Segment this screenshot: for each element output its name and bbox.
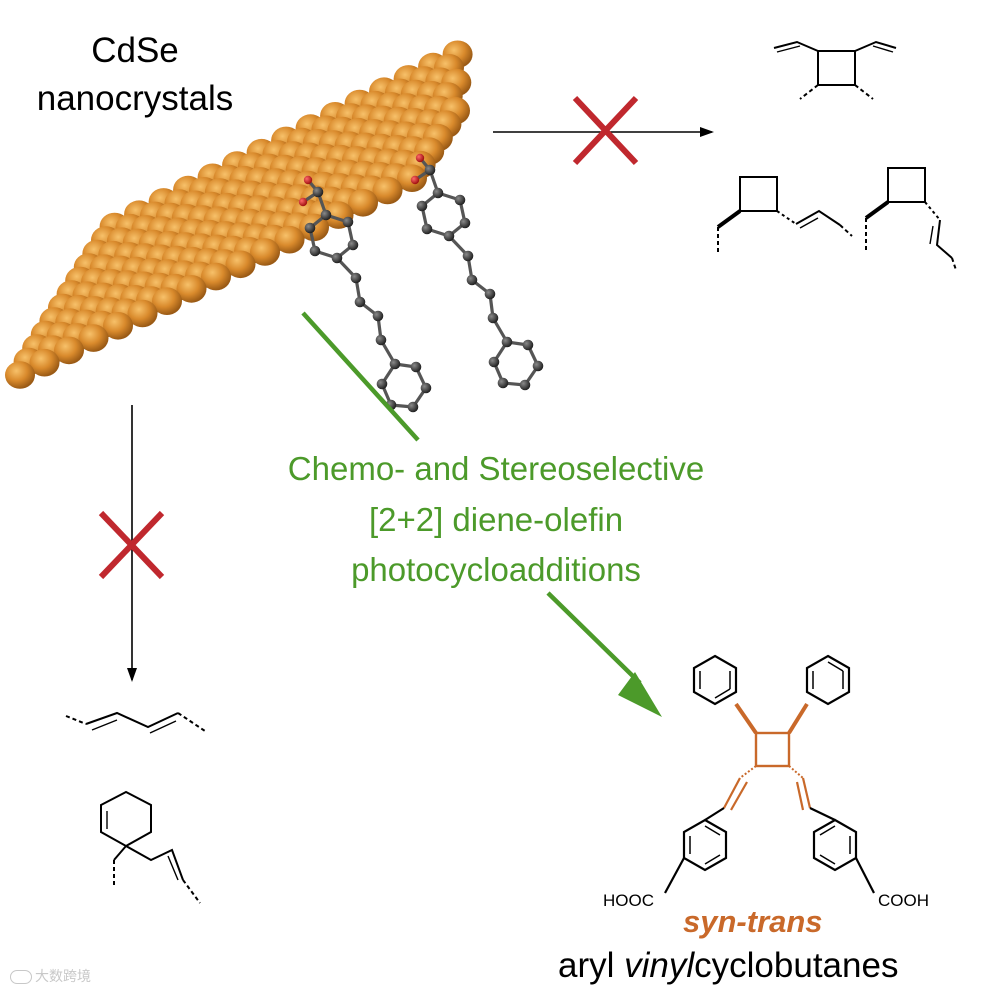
nanocrystal-atom <box>225 250 256 279</box>
carbon-atom <box>487 312 499 324</box>
product-prefix: aryl <box>558 946 625 985</box>
carbon-atom <box>309 245 321 257</box>
nanocrystal-atom <box>103 312 133 340</box>
carbon-atom <box>522 339 534 351</box>
nanocrystal-atom <box>274 225 305 254</box>
byproduct-vinylcyclohexene <box>100 790 201 904</box>
carbon-atom <box>320 209 332 221</box>
process-label-line2: [2+2] diene-olefin <box>368 501 624 538</box>
product-italic: vinyl <box>624 946 695 985</box>
carbon-atom <box>375 334 387 346</box>
carbon-atom <box>421 223 433 235</box>
byproduct-linear-diene <box>65 711 206 734</box>
carbon-atom <box>497 377 509 389</box>
carbon-atom <box>424 164 436 176</box>
carbon-atom <box>501 336 513 348</box>
byproduct-vinylcyclobutane-1 <box>716 176 853 254</box>
carbon-atom <box>443 230 455 242</box>
process-label-line1: Chemo- and Stereoselective <box>287 450 705 487</box>
carbon-atom <box>462 250 474 262</box>
green-reaction-path <box>301 311 662 717</box>
nanocrystal-atom <box>372 176 403 205</box>
carbon-atom <box>389 358 401 370</box>
oxygen-atom <box>415 153 425 163</box>
carbon-atom <box>466 274 478 286</box>
carbon-atom <box>342 216 354 228</box>
carbon-atom <box>410 361 422 373</box>
title-nanocrystals: nanocrystals <box>36 79 234 118</box>
aryl-ring-left-icon <box>664 807 728 894</box>
oxygen-atom <box>298 197 308 207</box>
cdse-nanocrystal-lattice <box>5 40 473 389</box>
nanocrystal-atom <box>176 275 207 303</box>
byproduct-divinyl-cyclobutane <box>773 40 897 100</box>
carbon-atom <box>519 379 531 391</box>
stereo-label: syn-trans <box>683 904 823 939</box>
oxygen-atom <box>410 175 420 185</box>
carbon-atom <box>350 272 362 284</box>
substituent-cooh: COOH <box>878 891 929 910</box>
nanocrystal-atom <box>54 336 84 365</box>
carbon-atom <box>488 356 500 368</box>
carbon-atom <box>331 252 343 264</box>
carbon-atom <box>532 360 544 372</box>
carbon-atom <box>376 378 388 390</box>
carbon-atom <box>347 239 359 251</box>
blocked-arrow-right <box>493 95 714 166</box>
phenyl-ring-right-icon <box>805 654 851 706</box>
nanocrystal-atom <box>5 361 35 389</box>
title-cdse: CdSe <box>91 31 179 70</box>
carbon-atom <box>372 310 384 322</box>
substituent-hooc: HOOC <box>603 891 654 910</box>
aryl-ring-right-icon <box>809 807 875 894</box>
nanocrystal-atom <box>127 299 158 328</box>
blocked-arrow-down <box>98 405 165 682</box>
carbon-atom <box>304 222 316 234</box>
nanocrystal-atom <box>29 348 60 377</box>
cyclobutane-ring <box>754 731 791 768</box>
carbon-atom <box>354 296 366 308</box>
watermark: 大数跨境 <box>10 966 91 986</box>
process-label-line3: photocycloadditions <box>351 551 641 588</box>
carbon-atom <box>432 187 444 199</box>
green-arrowhead-icon <box>618 672 662 717</box>
oxygen-atom <box>303 175 313 185</box>
nanocrystal-atom <box>201 262 231 291</box>
carbon-atom <box>420 382 432 394</box>
red-cross-icon <box>98 510 165 580</box>
watermark-text: 大数跨境 <box>35 968 91 984</box>
carbon-atom <box>454 194 466 206</box>
green-path-lower <box>546 591 642 685</box>
nanocrystal-atom <box>78 324 109 352</box>
carbon-atom <box>484 288 496 300</box>
product-suffix: cyclobutanes <box>694 946 899 985</box>
nanocrystal-atom <box>348 189 378 217</box>
watermark-logo-icon <box>10 970 32 985</box>
green-path-upper <box>301 311 420 442</box>
ligand-molecules <box>298 153 544 413</box>
byproduct-vinylcyclobutane-2 <box>864 167 957 271</box>
product-name: aryl vinylcyclobutanes <box>558 946 898 986</box>
product-aryl-vinylcyclobutane <box>664 654 875 894</box>
carbon-atom <box>416 200 428 212</box>
phenyl-ring-left-icon <box>692 654 738 706</box>
carbon-atom <box>459 217 471 229</box>
nanocrystal-atom <box>250 238 280 266</box>
carbon-atom <box>312 186 324 198</box>
nanocrystal-atom <box>152 287 182 316</box>
carbon-atom <box>407 401 419 413</box>
red-cross-icon <box>572 95 639 166</box>
